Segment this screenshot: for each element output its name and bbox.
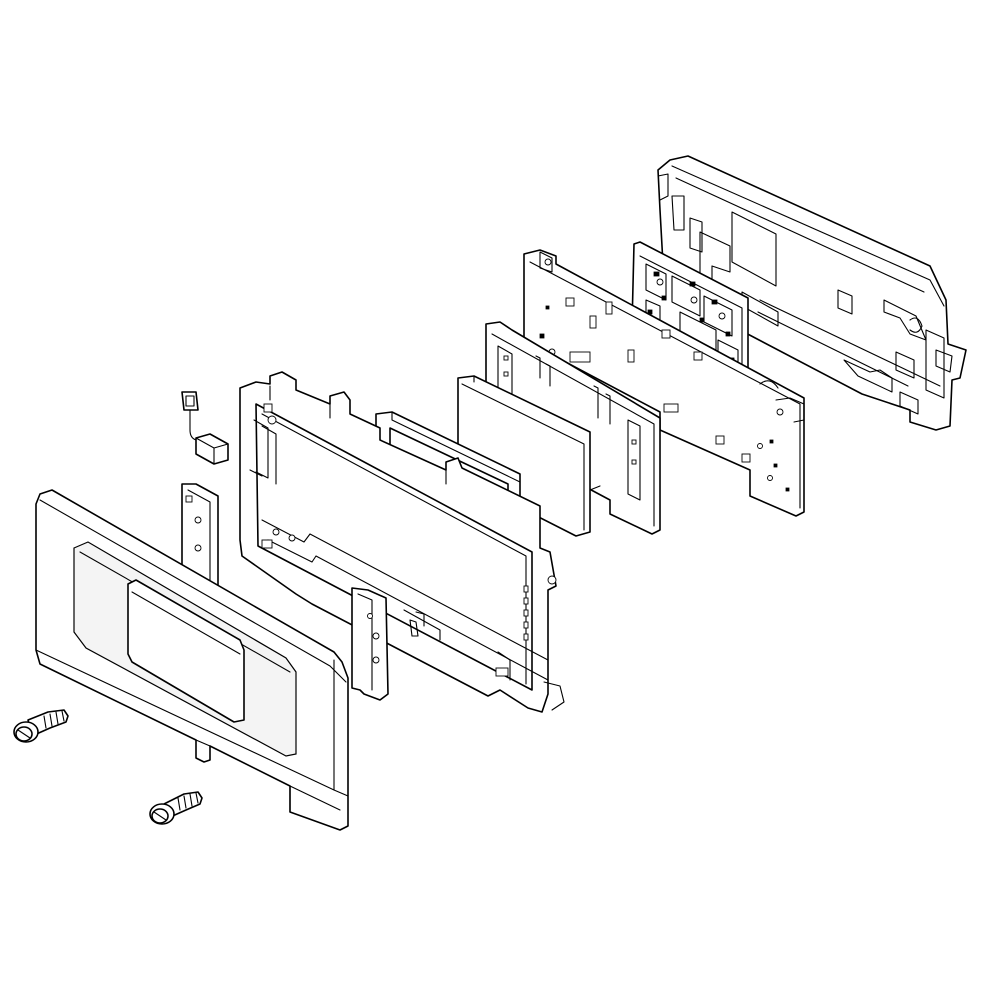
- frame-side-bracket: [351, 587, 389, 701]
- control-panel-frame: [239, 371, 565, 713]
- mounting-screw-upper: [13, 709, 69, 743]
- wire-harness-connector: [181, 391, 229, 465]
- mounting-screw-lower: [149, 791, 203, 825]
- front-control-panel: [35, 489, 349, 831]
- rear-console-housing: [657, 155, 967, 431]
- main-circuit-board: [523, 249, 805, 517]
- left-vertical-bracket: [181, 483, 219, 597]
